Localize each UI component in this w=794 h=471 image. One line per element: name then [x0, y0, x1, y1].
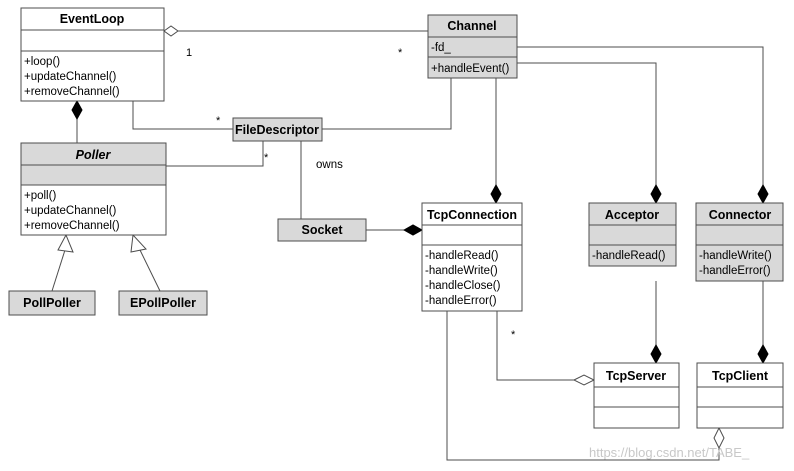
poller-title: Poller [76, 148, 112, 162]
tcpserver-aggregation-diamond [572, 374, 596, 386]
class-eventloop: EventLoop +loop() +updateChannel() +remo… [20, 7, 165, 102]
tcpclient-tcpconnection-link [446, 311, 720, 461]
tcpclient-connector-diamond [757, 343, 769, 365]
multiplicity-label: * [398, 47, 403, 59]
poller-method: +updateChannel() [24, 205, 117, 217]
tcpconnection-method: -handleWrite() [425, 265, 498, 277]
pollpoller-inheritance-triangle [57, 233, 74, 253]
class-poller: Poller +poll() +updateChannel() +removeC… [20, 142, 167, 236]
class-connector: Connector -handleWrite() -handleError() [695, 202, 784, 282]
class-tcpclient: TcpClient [696, 362, 784, 429]
tcpclient-title: TcpClient [712, 369, 769, 383]
class-pollpoller: PollPoller [8, 290, 96, 316]
eventloop-method: +removeChannel() [24, 86, 120, 98]
pollpoller-inheritance-line [51, 249, 66, 292]
channel-acceptor-link [517, 62, 657, 185]
poller-method: +poll() [24, 190, 56, 202]
watermark-text: https://blog.csdn.net/TABE_ [589, 445, 750, 460]
tcpserver-tcpconnection-link [496, 311, 574, 381]
poller-filedescriptor-link [166, 141, 264, 167]
channel-filedescriptor-link [322, 78, 452, 130]
channel-title: Channel [447, 19, 496, 33]
owns-label: owns [316, 159, 343, 171]
acceptor-channel-diamond [650, 183, 662, 205]
channel-method: +handleEvent() [431, 63, 509, 75]
eventloop-method: +updateChannel() [24, 71, 117, 83]
eventloop-method: +loop() [24, 56, 60, 68]
tcpconnection-socket-diamond [402, 224, 424, 236]
eventloop-title: EventLoop [60, 12, 125, 26]
multiplicity-label: 1 [186, 47, 192, 59]
multiplicity-label: * [216, 115, 221, 127]
tcpconnection-method: -handleError() [425, 295, 497, 307]
channel-connector-link [517, 46, 764, 185]
epollpoller-inheritance-line [139, 249, 161, 292]
connector-method: -handleError() [699, 265, 771, 277]
tcpconnection-title: TcpConnection [427, 208, 517, 222]
eventloop-aggregation-diamond [163, 25, 179, 37]
epollpoller-inheritance-triangle [130, 233, 147, 253]
class-epollpoller: EPollPoller [118, 290, 208, 316]
class-socket: Socket [277, 218, 367, 242]
tcpserver-acceptor-diamond [650, 343, 662, 365]
multiplicity-label: * [264, 152, 269, 164]
channel-attribute: -fd_ [431, 42, 451, 54]
filedescriptor-title: FileDescriptor [235, 123, 319, 137]
connector-channel-diamond [757, 183, 769, 205]
socket-title: Socket [302, 223, 344, 237]
eventloop-poller-diamond [71, 99, 83, 121]
poller-method: +removeChannel() [24, 220, 120, 232]
tcpconnection-method: -handleClose() [425, 280, 501, 292]
acceptor-title: Acceptor [605, 208, 659, 222]
class-filedescriptor: FileDescriptor [232, 117, 323, 142]
tcpconnection-method: -handleRead() [425, 250, 499, 262]
tcpconnection-channel-diamond [490, 183, 502, 205]
tcpclient-aggregation-diamond [713, 426, 725, 450]
class-channel: Channel -fd_ +handleEvent() [427, 14, 518, 79]
acceptor-method: -handleRead() [592, 250, 666, 262]
eventloop-filedescriptor-link [132, 101, 233, 130]
class-tcpserver: TcpServer [593, 362, 680, 429]
connector-title: Connector [709, 208, 772, 222]
class-tcpconnection: TcpConnection -handleRead() -handleWrite… [421, 202, 523, 312]
class-acceptor: Acceptor -handleRead() [588, 202, 677, 267]
connector-method: -handleWrite() [699, 250, 772, 262]
epollpoller-title: EPollPoller [130, 296, 196, 310]
multiplicity-label: * [511, 329, 516, 341]
pollpoller-title: PollPoller [23, 296, 81, 310]
tcpserver-title: TcpServer [606, 369, 666, 383]
